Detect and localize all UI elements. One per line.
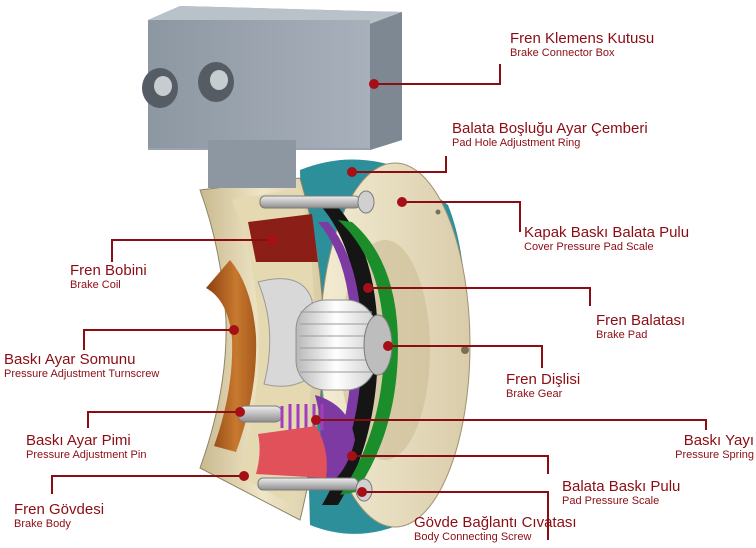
leader-kapak-baski: [402, 201, 521, 232]
leader-fren-govdesi: [51, 475, 244, 494]
label-baski-yayi: Baskı Yayı Pressure Spring: [675, 432, 754, 462]
label-tr: Balata Baskı Pulu: [562, 478, 681, 495]
pin-spring-shape: [237, 404, 324, 430]
dot-kapak-baski: [397, 197, 407, 207]
label-balata-baski-pulu: Balata Baskı Pulu Pad Pressure Scale: [562, 478, 680, 508]
label-tr: Kapak Baskı Balata Pulu: [524, 224, 690, 241]
dot-balata-baski-pulu: [347, 451, 357, 461]
label-fren-balatasi: Fren Balatası Brake Pad: [596, 312, 685, 342]
label-en: Brake Pad: [596, 329, 648, 341]
leader-baski-ayar-pimi: [87, 411, 240, 428]
leader-baski-ayar-somunu: [83, 329, 234, 350]
dot-fren-klemens-kutusu: [369, 79, 379, 89]
label-tr: Balata Boşluğu Ayar Çemberi: [452, 120, 648, 137]
brake-coil-shape: [206, 260, 257, 452]
pressure-pad-shape: [256, 426, 327, 478]
label-kapak-baski: Kapak Baskı Balata Pulu Cover Pressure P…: [524, 224, 689, 254]
dot-balata-boslugu: [347, 167, 357, 177]
leader-lines: [51, 64, 707, 540]
leader-baski-yayi: [316, 419, 707, 430]
coil-window-shape: [248, 214, 318, 262]
dot-baski-yayi: [311, 415, 321, 425]
label-en: Pressure Adjustment Pin: [26, 449, 147, 461]
label-en: Brake Body: [14, 518, 71, 530]
leader-govde-baglanti: [362, 491, 549, 540]
label-fren-klemens-kutusu: Fren Klemens Kutusu Brake Connector Box: [510, 30, 654, 60]
label-tr: Fren Klemens Kutusu: [510, 30, 655, 47]
label-en: Pad Hole Adjustment Ring: [452, 137, 581, 149]
leader-fren-klemens-kutusu: [374, 64, 501, 85]
label-fren-bobini: Fren Bobini Brake Coil: [70, 262, 147, 292]
label-tr: Fren Dişlisi: [506, 371, 581, 388]
label-tr: Baskı Ayar Somunu: [4, 351, 136, 368]
label-en: Cover Pressure Pad Scale: [524, 241, 654, 253]
label-en: Brake Connector Box: [510, 47, 615, 59]
label-fren-dislisi: Fren Dişlisi Brake Gear: [506, 371, 580, 401]
leader-balata-baski-pulu: [352, 455, 549, 474]
leader-fren-balatasi: [368, 287, 591, 306]
label-tr: Baskı Yayı: [683, 432, 754, 449]
dot-fren-govdesi: [239, 471, 249, 481]
label-govde-baglanti: Gövde Bağlantı Cıvatası Body Connecting …: [414, 514, 577, 544]
marker-dots: [229, 79, 407, 497]
label-en: Brake Gear: [506, 388, 563, 400]
label-tr: Fren Balatası: [596, 312, 686, 329]
label-baski-ayar-somunu: Baskı Ayar Somunu Pressure Adjustment Tu…: [4, 351, 159, 381]
label-tr: Fren Bobini: [70, 262, 147, 279]
label-tr: Baskı Ayar Pimi: [26, 432, 131, 449]
label-tr: Fren Gövdesi: [14, 501, 105, 518]
label-en: Pressure Spring: [675, 449, 754, 461]
dot-fren-balatasi: [363, 283, 373, 293]
dot-govde-baglanti: [357, 487, 367, 497]
dot-fren-bobini: [267, 235, 277, 245]
leader-balata-boslugu: [352, 156, 447, 173]
label-fren-govdesi: Fren Gövdesi Brake Body: [14, 501, 104, 531]
dot-baski-ayar-somunu: [229, 325, 239, 335]
connector-box-shape: [142, 6, 402, 188]
dot-fren-dislisi: [383, 341, 393, 351]
label-en: Body Connecting Screw: [414, 531, 532, 543]
brake-gear-shape: [295, 299, 393, 391]
leader-fren-dislisi: [388, 345, 543, 368]
label-tr: Gövde Bağlantı Cıvatası: [414, 514, 577, 531]
label-en: Brake Coil: [70, 279, 121, 291]
dot-baski-ayar-pimi: [235, 407, 245, 417]
label-baski-ayar-pimi: Baskı Ayar Pimi Pressure Adjustment Pin: [26, 432, 146, 462]
label-en: Pad Pressure Scale: [562, 495, 660, 507]
label-balata-boslugu: Balata Boşluğu Ayar Çemberi Pad Hole Adj…: [452, 120, 648, 150]
label-en: Pressure Adjustment Turnscrew: [4, 368, 160, 380]
leader-fren-bobini: [111, 239, 272, 262]
